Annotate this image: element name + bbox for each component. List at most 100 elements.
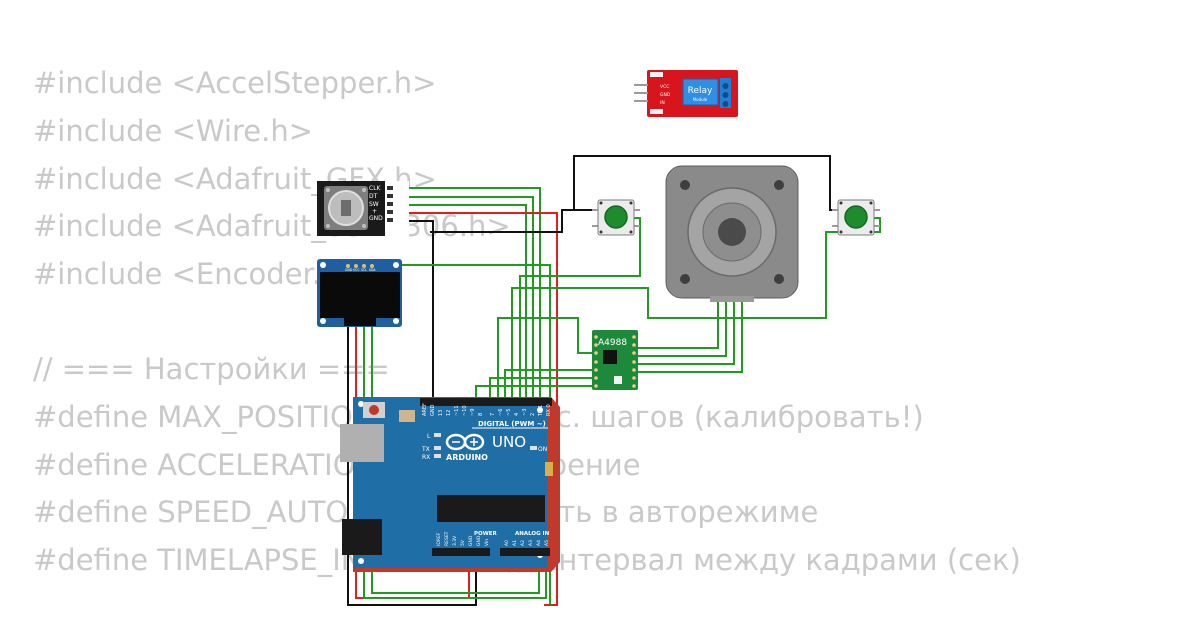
driver-potentiometer[interactable] (614, 376, 622, 384)
led-label: L (427, 433, 431, 440)
digital-pin-label: ~5 (506, 409, 512, 416)
digital-pin-label: ~10 (462, 405, 468, 416)
wire-driver-step (497, 317, 594, 404)
push-button-2[interactable] (832, 199, 880, 236)
digital-pin-label: ~11 (454, 405, 460, 416)
wire-driver-gnd (489, 377, 594, 404)
usb-port (340, 424, 384, 462)
analog-pin-label: A2 (520, 540, 526, 546)
power-pin-label: GND (468, 535, 474, 546)
encoder-pin-label: SW (369, 201, 379, 208)
oled-screen (320, 272, 400, 318)
terminal-screw-icon (722, 83, 729, 89)
digital-pin-label: AREF (422, 403, 428, 416)
code-line: #include <Adafruit_GFX.h> (33, 162, 437, 196)
code-line: #include <AccelStepper.h> (33, 66, 437, 100)
power-pin-label: Vin (484, 539, 490, 546)
wire-motor-4 (638, 292, 743, 373)
relay-title: Relay (688, 86, 713, 96)
button-cap-icon[interactable] (604, 205, 628, 229)
analog-header-label: ANALOG IN (515, 531, 550, 537)
wire-encoder-gnd (408, 220, 434, 404)
relay-pin-label: VCC (660, 84, 669, 90)
wire-encoder-dt (408, 196, 534, 404)
analog-pin-label: A5 (544, 540, 550, 546)
oled-pin-label: SCL (361, 268, 367, 272)
reset-button-icon[interactable] (369, 405, 379, 415)
brand-name: ARDUINO (446, 453, 488, 462)
led-tx (434, 446, 441, 450)
encoder-pin-label: DT (369, 193, 378, 200)
wire-encoder-clk (408, 187, 541, 404)
code-line: #include <Wire.h> (33, 114, 314, 148)
atmega-chip (437, 495, 545, 522)
code-line: #include <Adafruit_SSD1306.h> (33, 209, 511, 243)
led-l (434, 433, 441, 437)
digital-pin-label: 2 (530, 413, 536, 416)
digital-pin-label: 7 (490, 413, 496, 416)
led-label: TX (421, 446, 430, 453)
mount-hole-icon (680, 274, 690, 284)
wire-driver-dir (504, 369, 594, 404)
led-label: RX (422, 454, 430, 461)
relay-module[interactable]: VCC GND IN Relay Module (634, 70, 738, 117)
wire-button2-green (511, 217, 881, 404)
wire-motor-2 (638, 292, 727, 357)
terminal-screw-icon (722, 101, 729, 107)
digital-pin-label: TX 1 (538, 405, 544, 417)
digital-pin-label: 13 (438, 410, 444, 416)
mount-hole-icon (774, 274, 784, 284)
board-name: UNO (492, 433, 526, 451)
encoder-pin-label: CLK (369, 185, 382, 192)
analog-pin-label: A0 (504, 540, 510, 546)
digital-pin-label: 8 (478, 413, 484, 416)
digital-pin-label: ~6 (498, 409, 504, 416)
digital-pin-label: RX 0 (546, 404, 552, 416)
encoder-pin-label: + (372, 208, 377, 215)
driver-label: A4988 (598, 338, 627, 348)
arduino-uno[interactable]: AREF GND 13 12 ~11 ~10 ~9 8 7 ~6 ~5 4 ~3… (340, 397, 560, 572)
a4988-driver[interactable]: A4988 (592, 330, 638, 390)
oled-display[interactable]: GND VCC SCL SDA (317, 259, 402, 327)
button-cap-icon[interactable] (844, 205, 868, 229)
analog-pin-label: A4 (536, 540, 542, 546)
digital-pin-label: ~3 (522, 409, 528, 416)
digital-pin-label: GND (430, 404, 436, 416)
arduino-infinity-icon (445, 433, 485, 451)
stepper-motor[interactable] (665, 165, 799, 302)
code-line: // === Настройки === (33, 352, 390, 386)
digital-pin-label: 4 (514, 413, 520, 416)
analog-pin-label: A3 (528, 540, 534, 546)
oled-pin-label: SDA (369, 268, 376, 272)
relay-pin-label: IN (660, 100, 665, 106)
relay-subtitle: Module (693, 97, 708, 102)
power-header-label: POWER (474, 531, 498, 537)
oled-pin-label: GND (345, 268, 353, 272)
power-pin-label: GND (476, 535, 482, 546)
push-button-1[interactable] (592, 199, 640, 236)
power-pin-label: RESET (444, 531, 450, 546)
led-on (530, 446, 537, 450)
relay-pin-label: GND (660, 92, 671, 98)
digital-pin-label: 12 (446, 410, 452, 416)
wire-motor-1 (638, 292, 719, 349)
analog-pin-label: A1 (512, 540, 518, 546)
digital-header-label: DIGITAL (PWM ~) (478, 420, 546, 428)
power-jack (342, 519, 382, 555)
driver-chip (603, 350, 617, 364)
mount-hole-icon (774, 180, 784, 190)
rotary-encoder[interactable]: CLK DT SW + GND (317, 181, 409, 236)
terminal-screw-icon (722, 92, 729, 98)
power-pin-label: 3.3V (452, 535, 458, 546)
oled-pin-label: VCC (353, 268, 360, 272)
power-pin-label: 5V (460, 539, 466, 546)
wire-encoder-sw (408, 204, 527, 404)
led-rx (434, 454, 441, 458)
wire-motor-3 (638, 292, 735, 365)
wire-button1-black (430, 209, 598, 233)
power-pin-label: IOREF (436, 532, 442, 546)
digital-pin-label: ~9 (470, 409, 476, 416)
mount-hole-icon (680, 180, 690, 190)
on-led-label: ON (538, 446, 547, 453)
